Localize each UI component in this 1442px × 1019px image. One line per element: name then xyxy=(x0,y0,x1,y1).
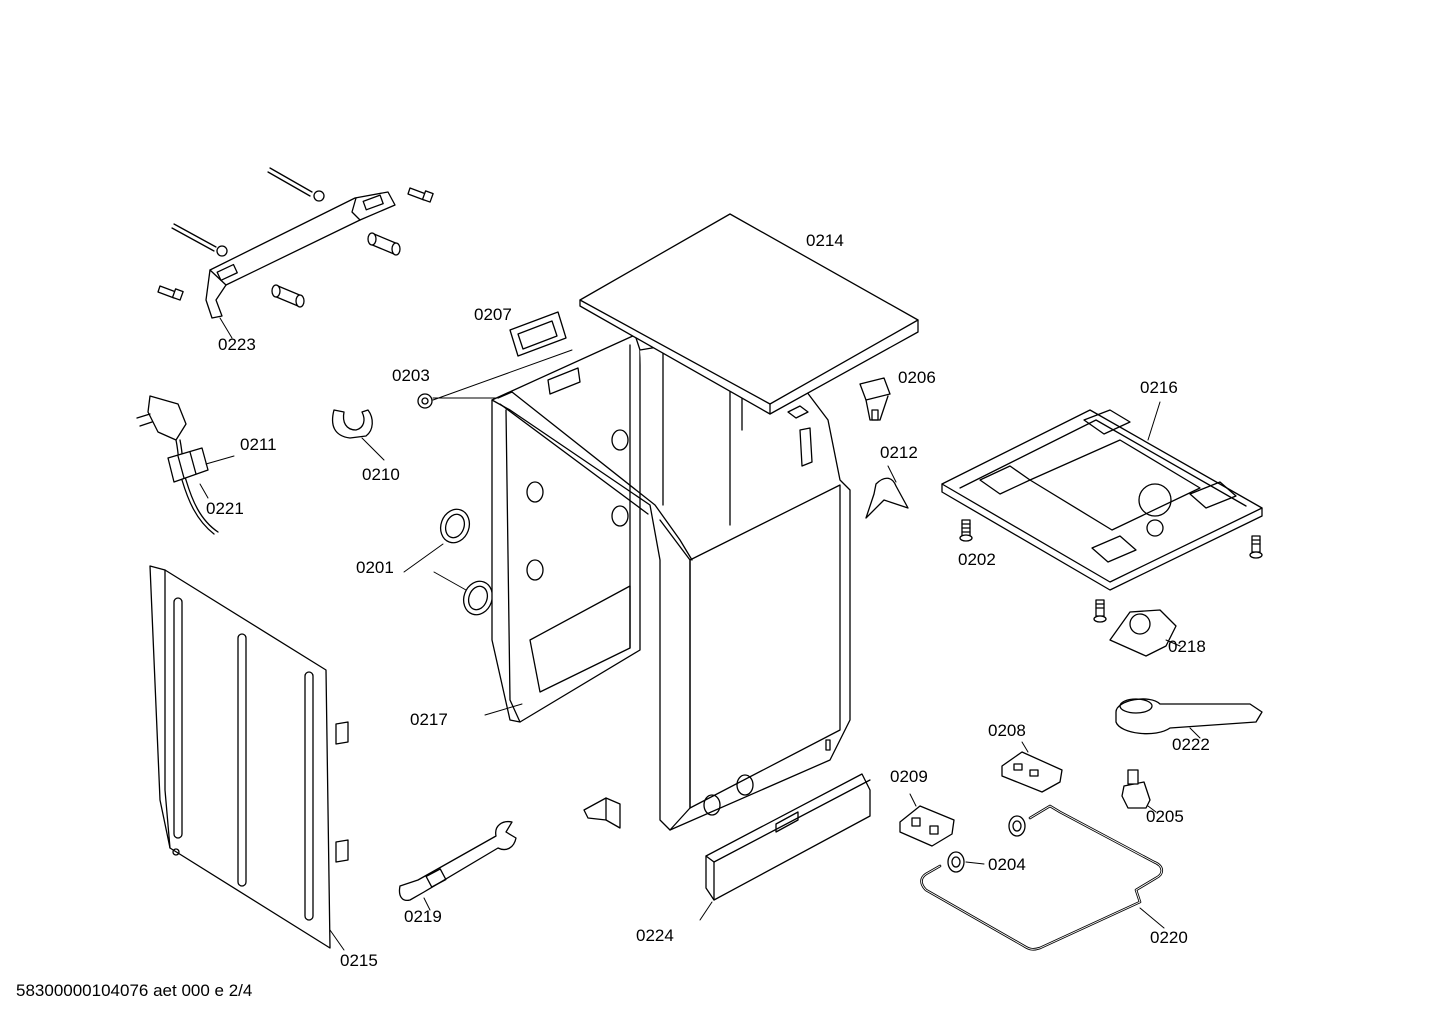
plug-cap-illustration xyxy=(859,377,891,421)
part-label-0214: 0215 xyxy=(340,951,378,970)
part-label-0215: 0216 xyxy=(1140,378,1178,397)
wire-loop-illustration xyxy=(920,804,1165,951)
cable-clamp-illustration xyxy=(331,409,385,461)
part-label-0205: 0205 xyxy=(1146,807,1184,826)
ring-seals-illustration xyxy=(403,508,494,616)
part-label-0203: 0203 xyxy=(392,366,430,385)
hose-duct-illustration xyxy=(1115,698,1263,739)
pump-bracket-illustration xyxy=(1109,609,1181,657)
part-label-0217: 0217 xyxy=(410,710,448,729)
small-bracket-illustration xyxy=(583,797,621,829)
part-label-0224: 0224 xyxy=(636,926,674,945)
part-label-0211: 0211 xyxy=(240,435,277,454)
damper-feet-illustration xyxy=(947,815,1026,873)
part-label-0222: 0222 xyxy=(1172,735,1210,754)
switch-module-illustration xyxy=(1001,741,1063,793)
frame-insert-illustration xyxy=(509,311,567,357)
part-label-0202: 0202 xyxy=(958,550,996,569)
document-code-footer: 58300000104076 aet 000 e 2/4 xyxy=(16,981,253,1000)
part-label-0207: 0207 xyxy=(474,305,512,324)
clip-holder-illustration xyxy=(1121,769,1157,813)
cabinet-body-illustration xyxy=(484,329,851,831)
part-label-0204: 0204 xyxy=(988,855,1026,874)
part-label-0212: 0212 xyxy=(880,443,918,462)
part-label-0208: 0209 xyxy=(890,767,928,786)
part-label-0216: 0214 xyxy=(806,231,844,250)
part-label-0220: 0221 xyxy=(206,499,244,518)
top-cover-illustration xyxy=(579,213,919,419)
part-label-0223: 0223 xyxy=(218,335,256,354)
part-label-0218: 0218 xyxy=(1168,637,1206,656)
wrench-illustration xyxy=(398,820,517,911)
part-label-0219: 0219 xyxy=(404,907,442,926)
fastener-clip-illustration xyxy=(865,465,909,519)
block-connector-illustration xyxy=(899,793,955,847)
base-frame-illustration xyxy=(941,401,1263,591)
part-label-0201: 0201 xyxy=(356,558,394,577)
power-cord-illustration xyxy=(136,395,235,535)
screws-illustration xyxy=(959,519,1263,623)
side-panel-illustration xyxy=(149,565,349,951)
kick-plate-illustration xyxy=(699,773,871,921)
part-label-0209: 0208 xyxy=(988,721,1026,740)
grommet-illustration xyxy=(417,349,573,409)
transport-bracket-illustration xyxy=(157,167,434,339)
part-label-0221: 0220 xyxy=(1150,928,1188,947)
part-label-0210: 0210 xyxy=(362,465,400,484)
part-label-0206: 0206 xyxy=(898,368,936,387)
